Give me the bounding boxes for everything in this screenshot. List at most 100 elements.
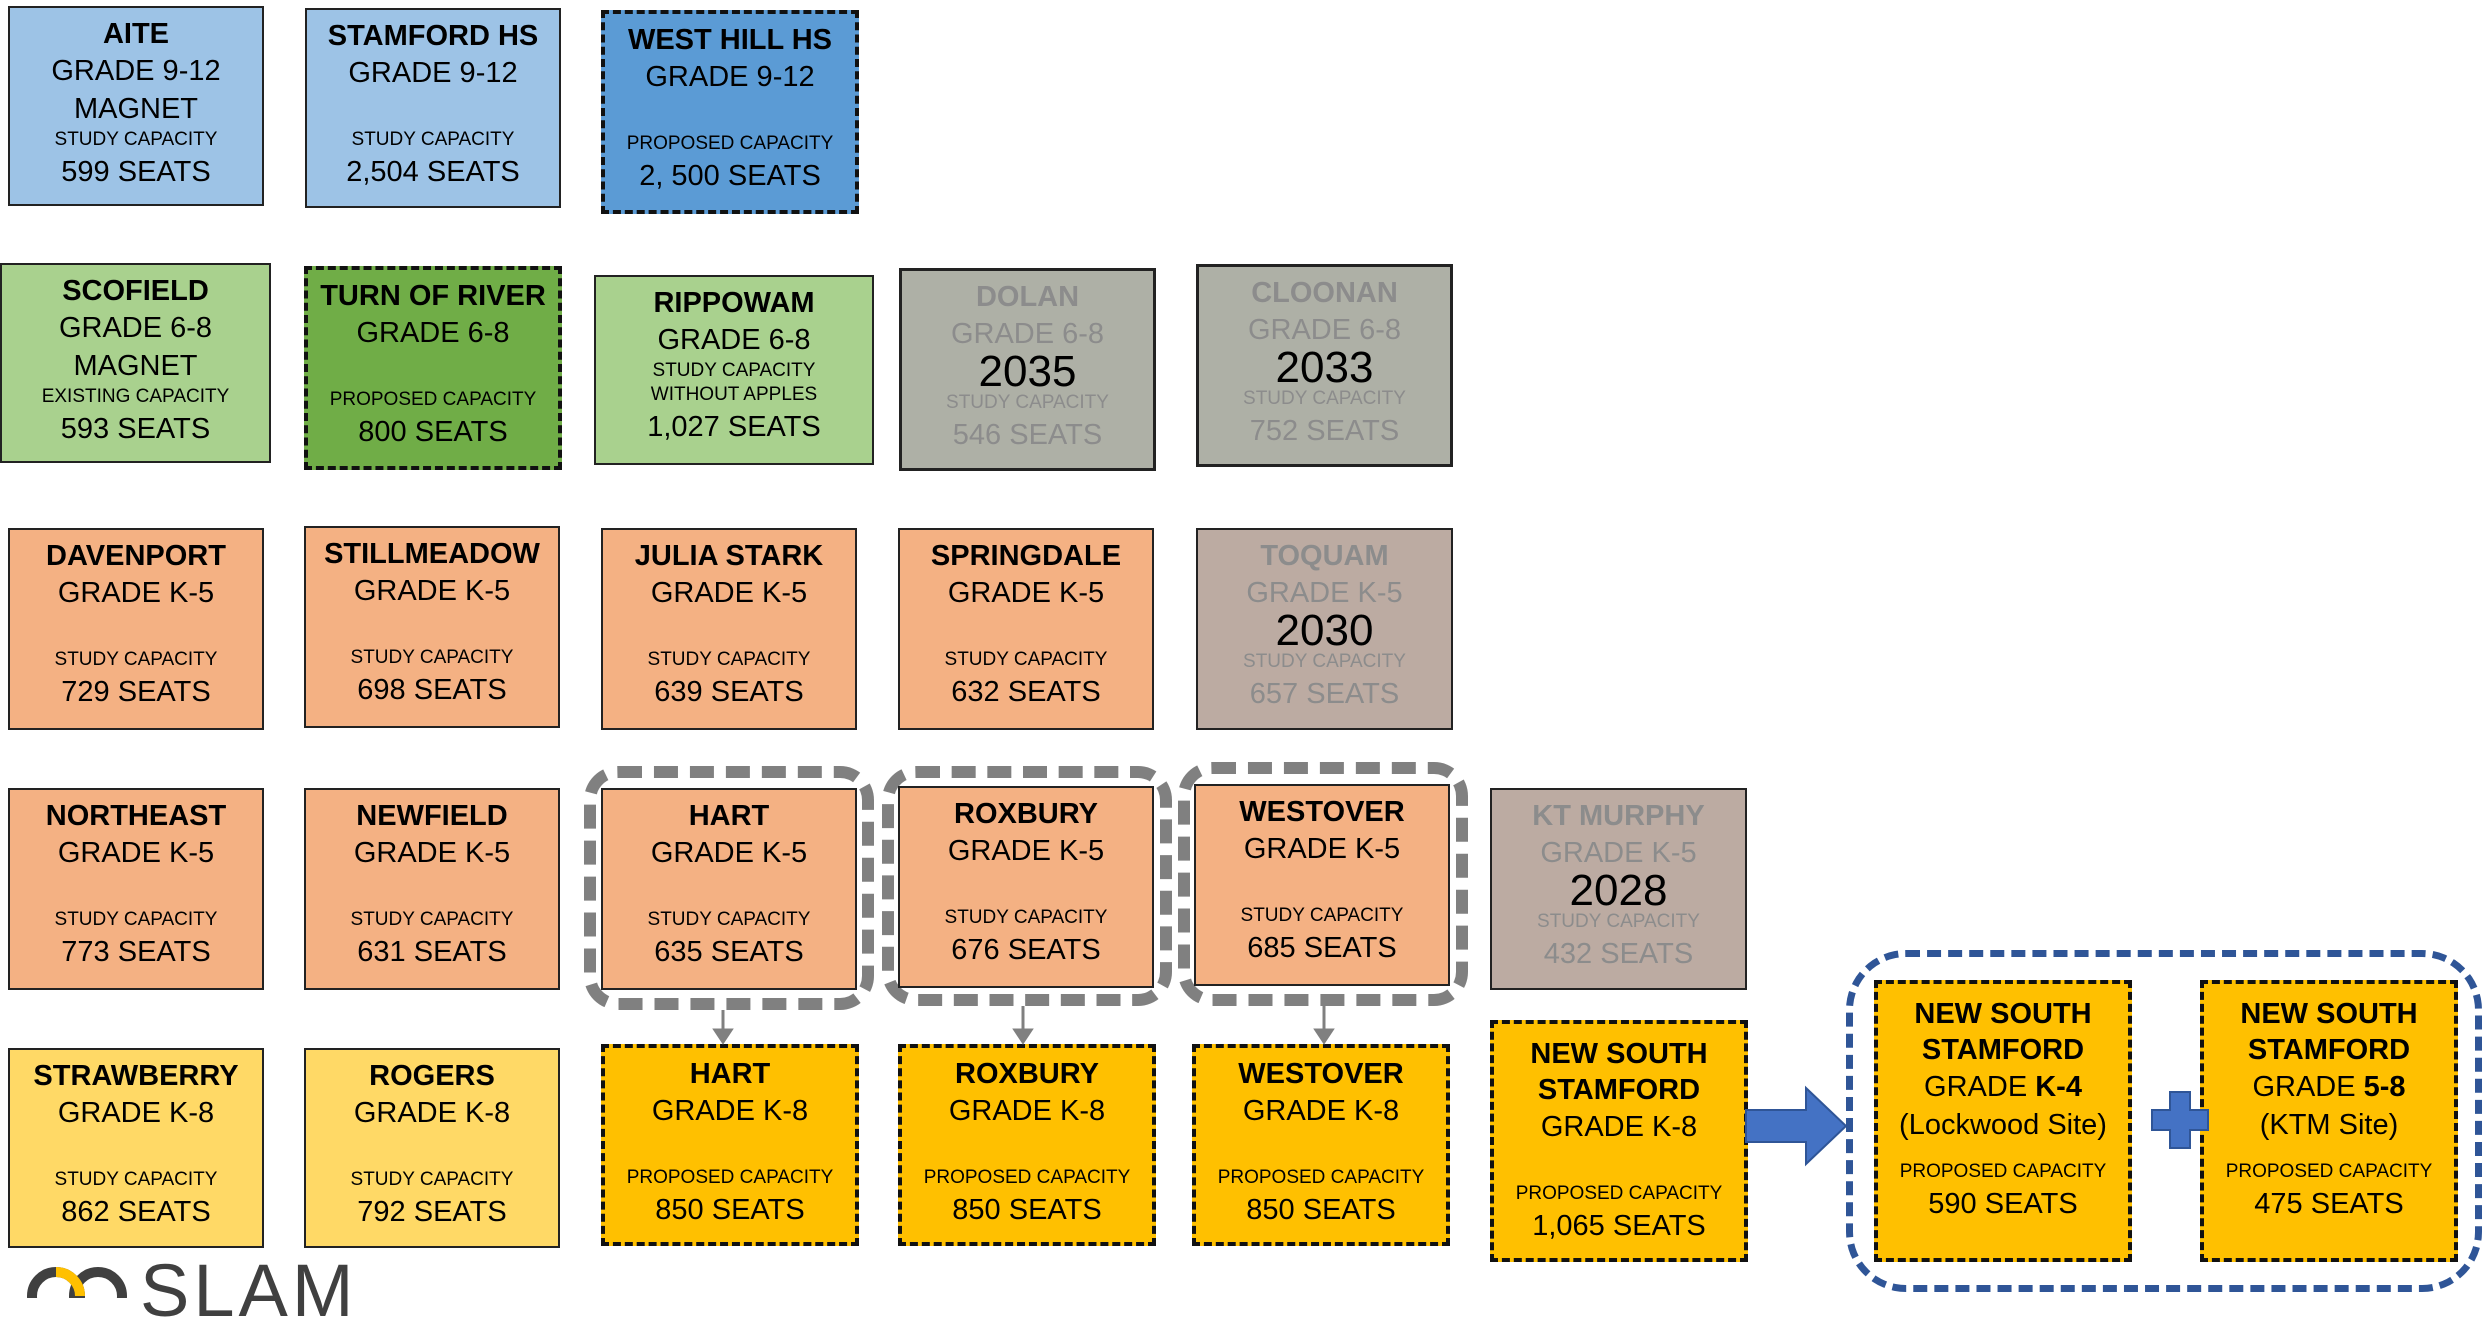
school-box-kt-murphy: KT MURPHY GRADE K-5 2028 STUDY CAPACITY … [1490, 788, 1747, 990]
closure-year: 2033 [1275, 343, 1374, 392]
school-name: DAVENPORT [46, 540, 226, 572]
school-box-roxbury-k8: ROXBURY GRADE K-8 PROPOSED CAPACITY 850 … [898, 1044, 1156, 1246]
seat-count: 635 SEATS [654, 936, 804, 968]
capacity-label: PROPOSED CAPACITY [1217, 1167, 1425, 1188]
school-grade: GRADE 6-8 [657, 324, 811, 356]
right-arrow-icon [1745, 1085, 1848, 1167]
capacity-label: STUDY CAPACITY [944, 649, 1108, 670]
capacity-label: STUDY CAPACITY [351, 129, 515, 150]
school-name: ROXBURY [955, 1058, 1099, 1090]
school-name: TURN OF RIVER [320, 280, 546, 312]
school-grade: GRADE K-8 [353, 1097, 511, 1129]
capacity-label: STUDY CAPACITY WITHOUT APPLES [650, 360, 818, 405]
school-grade: GRADE 5-8 [2204, 1068, 2454, 1106]
school-grade: GRADE K-5 [1243, 833, 1401, 865]
school-grade: GRADE 9-12 [51, 55, 221, 87]
school-box-hart-k5: HART GRADE K-5 STUDY CAPACITY 635 SEATS [601, 788, 857, 990]
school-box-rogers: ROGERS GRADE K-8 STUDY CAPACITY 792 SEAT… [304, 1048, 560, 1248]
school-name: NORTHEAST [45, 800, 227, 832]
school-grade: GRADE 6-8 [1247, 314, 1402, 346]
capacity-label: PROPOSED CAPACITY [2225, 1161, 2433, 1182]
conversion-outline-roxbury [882, 766, 1172, 1006]
school-box-strawberry: STRAWBERRY GRADE K-8 STUDY CAPACITY 862 … [8, 1048, 264, 1248]
school-grade: GRADE K-5 [57, 837, 215, 869]
school-box-newfield: NEWFIELD GRADE K-5 STUDY CAPACITY 631 SE… [304, 788, 560, 990]
school-extra: MAGNET [73, 350, 198, 382]
capacity-label: STUDY CAPACITY [1243, 651, 1406, 672]
capacity-label: PROPOSED CAPACITY [626, 133, 834, 154]
school-name-line1: NEW SOUTH [2240, 998, 2418, 1030]
capacity-label: PROPOSED CAPACITY [626, 1167, 834, 1188]
school-grade: GRADE K-5 [650, 837, 808, 869]
school-box-cloonan: CLOONAN GRADE 6-8 2033 STUDY CAPACITY 75… [1196, 264, 1453, 467]
school-name: WESTOVER [1239, 796, 1405, 828]
school-box-julia-stark: JULIA STARK GRADE K-5 STUDY CAPACITY 639… [601, 528, 857, 730]
closure-year: 2028 [1569, 866, 1668, 915]
school-box-rippowam: RIPPOWAM GRADE 6-8 STUDY CAPACITY WITHOU… [594, 275, 874, 465]
seat-count: 2,504 SEATS [346, 156, 520, 188]
seat-count: 1,065 SEATS [1532, 1210, 1706, 1242]
school-name: WESTOVER [1238, 1058, 1404, 1090]
school-name-line2: STAMFORD [1921, 1034, 2085, 1066]
capacity-label: STUDY CAPACITY [350, 647, 514, 668]
school-grade: GRADE K-8 [1540, 1111, 1698, 1143]
closure-year: 2035 [978, 347, 1077, 396]
school-grade: GRADE K-8 [651, 1095, 809, 1127]
capacity-label: STUDY CAPACITY [54, 1169, 218, 1190]
school-name-line2: STAMFORD [1537, 1074, 1701, 1106]
capacity-label: STUDY CAPACITY [1537, 911, 1700, 932]
seat-count: 862 SEATS [61, 1196, 211, 1228]
seat-count: 546 SEATS [952, 419, 1103, 451]
school-box-westover-k5: WESTOVER GRADE K-5 STUDY CAPACITY 685 SE… [1194, 784, 1450, 986]
school-grade: GRADE 9-12 [348, 57, 518, 89]
capacity-label: STUDY CAPACITY [350, 1169, 514, 1190]
school-grade: GRADE K-5 [947, 577, 1105, 609]
capacity-label: STUDY CAPACITY [350, 909, 514, 930]
seat-count: 632 SEATS [951, 676, 1101, 708]
split-option-outline [1846, 950, 2482, 1292]
school-name: JULIA STARK [634, 540, 824, 572]
plus-icon [2151, 1091, 2209, 1149]
school-name: STAMFORD HS [327, 20, 539, 52]
connectors-overlay [27, 1006, 2209, 1298]
seat-count: 850 SEATS [1246, 1194, 1396, 1226]
seat-count: 639 SEATS [654, 676, 804, 708]
school-box-stillmeadow: STILLMEADOW GRADE K-5 STUDY CAPACITY 698… [304, 526, 560, 728]
school-box-west-hill-hs: WEST HILL HS GRADE 9-12 PROPOSED CAPACIT… [601, 10, 859, 214]
capacity-label: EXISTING CAPACITY [41, 386, 230, 407]
school-grade: GRADE K-5 [1540, 837, 1697, 869]
school-name: RIPPOWAM [653, 287, 815, 319]
school-name-line2: STAMFORD [2247, 1034, 2411, 1066]
school-site: (KTM Site) [2259, 1109, 2399, 1141]
school-box-northeast: NORTHEAST GRADE K-5 STUDY CAPACITY 773 S… [8, 788, 264, 990]
school-box-westover-k8: WESTOVER GRADE K-8 PROPOSED CAPACITY 850… [1192, 1044, 1450, 1246]
school-grade: GRADE 6-8 [356, 317, 510, 349]
school-capacity-diagram: AITE GRADE 9-12 MAGNET STUDY CAPACITY 59… [0, 6, 2482, 1332]
school-name: STILLMEADOW [324, 538, 540, 570]
school-grade: GRADE K-5 [1246, 577, 1403, 609]
down-arrowhead-icon [712, 1028, 734, 1045]
school-grade: GRADE 9-12 [645, 61, 815, 93]
school-box-davenport: DAVENPORT GRADE K-5 STUDY CAPACITY 729 S… [8, 528, 264, 730]
school-box-scofield: SCOFIELD GRADE 6-8 MAGNET EXISTING CAPAC… [0, 263, 271, 463]
seat-count: 593 SEATS [60, 413, 211, 445]
school-grade: GRADE K-5 [650, 577, 808, 609]
school-grade: GRADE K-8 [1242, 1095, 1400, 1127]
school-name: HART [688, 800, 770, 832]
school-grade: GRADE K-5 [947, 835, 1105, 867]
school-box-toquam: TOQUAM GRADE K-5 2030 STUDY CAPACITY 657… [1196, 528, 1453, 730]
capacity-label: PROPOSED CAPACITY [329, 389, 537, 410]
capacity-label: PROPOSED CAPACITY [1899, 1161, 2107, 1182]
capacity-label: STUDY CAPACITY [1243, 388, 1406, 409]
school-box-turn-of-river: TURN OF RIVER GRADE 6-8 PROPOSED CAPACIT… [304, 266, 562, 470]
school-name: STRAWBERRY [33, 1060, 239, 1092]
seat-count: 2, 500 SEATS [639, 160, 821, 192]
school-name: DOLAN [975, 281, 1080, 313]
capacity-label: STUDY CAPACITY [647, 909, 811, 930]
capacity-label: STUDY CAPACITY [54, 129, 218, 150]
seat-count: 850 SEATS [952, 1194, 1102, 1226]
school-site: (Lockwood Site) [1899, 1109, 2107, 1141]
capacity-label: STUDY CAPACITY [54, 909, 218, 930]
capacity-label: STUDY CAPACITY [944, 907, 1108, 928]
school-box-hart-k8: HART GRADE K-8 PROPOSED CAPACITY 850 SEA… [601, 1044, 859, 1246]
